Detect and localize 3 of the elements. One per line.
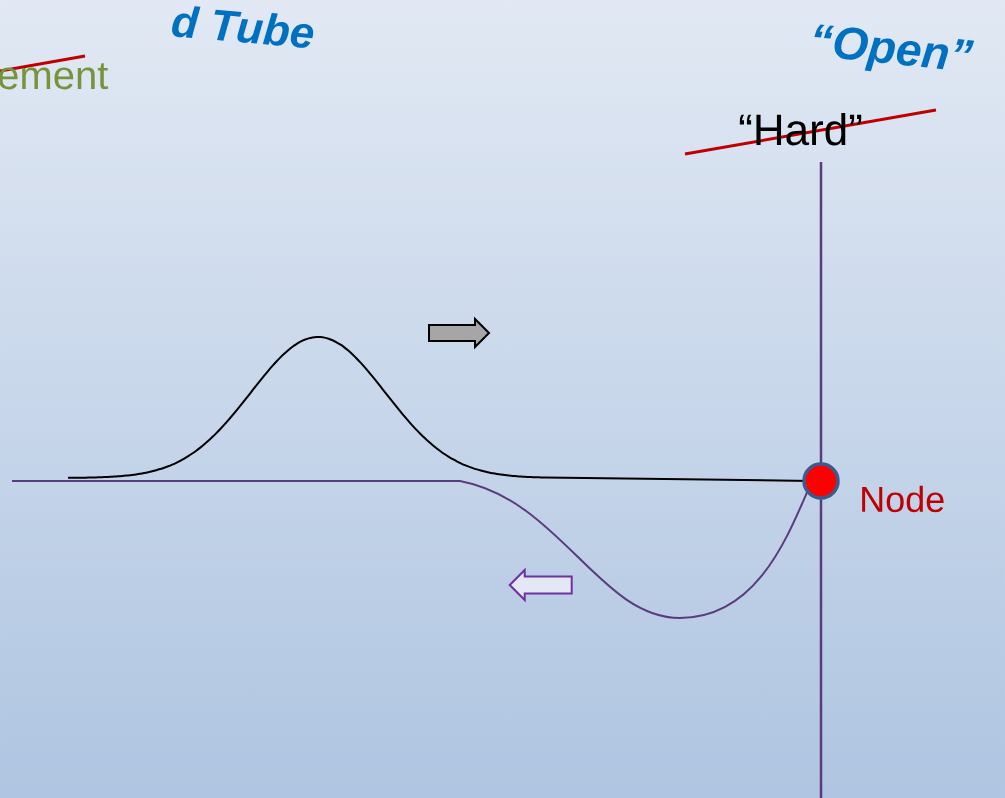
- title-text: d Tube: [172, 6, 314, 48]
- title-text: “Open”: [814, 24, 975, 72]
- node-label: Node: [862, 485, 944, 513]
